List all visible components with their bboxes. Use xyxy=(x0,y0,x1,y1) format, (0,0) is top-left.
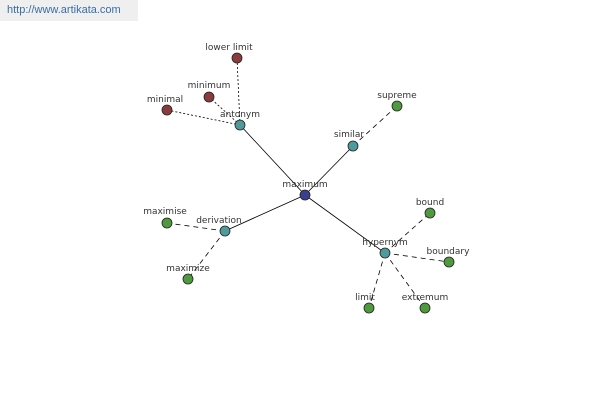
edge-maximum-derivation xyxy=(224,194,306,232)
edge-maximum-hypernym xyxy=(304,194,386,254)
node-label-supreme[interactable]: supreme xyxy=(377,91,417,101)
edge-similar-supreme xyxy=(352,105,398,147)
node-supreme[interactable] xyxy=(391,100,403,112)
node-label-maximize[interactable]: maximize xyxy=(166,264,210,274)
node-label-limit[interactable]: limit xyxy=(355,293,375,303)
graph-edges xyxy=(166,57,450,309)
edge-maximum-antonym xyxy=(239,124,306,196)
node-extremum[interactable] xyxy=(419,302,431,314)
node-derivation[interactable] xyxy=(219,225,231,237)
watermark-banner: http://www.artikata.com xyxy=(0,0,138,21)
node-bound[interactable] xyxy=(424,207,436,219)
node-label-similar[interactable]: similar xyxy=(334,130,364,140)
node-antonym[interactable] xyxy=(234,119,246,131)
node-label-minimum[interactable]: minimum xyxy=(188,81,231,91)
edge-hypernym-extremum xyxy=(384,252,426,309)
edge-hypernym-boundary xyxy=(384,252,450,263)
edge-hypernym-bound xyxy=(384,212,431,254)
node-similar[interactable] xyxy=(347,140,359,152)
node-label-extremum[interactable]: extremum xyxy=(402,293,449,303)
node-label-derivation[interactable]: derivation xyxy=(196,216,242,226)
edge-derivation-maximise xyxy=(166,222,226,232)
edge-antonym-lower-limit xyxy=(236,57,241,126)
node-label-lower-limit[interactable]: lower limit xyxy=(205,43,253,53)
node-minimal[interactable] xyxy=(161,104,173,116)
node-hypernym[interactable] xyxy=(379,247,391,259)
graph-labels: maximum antonym lower limit minimum minimal s… xyxy=(143,43,470,303)
node-label-hypernym[interactable]: hypernym xyxy=(362,238,408,248)
node-maximum[interactable] xyxy=(299,189,311,201)
node-maximize[interactable] xyxy=(182,273,194,285)
node-maximise[interactable] xyxy=(161,217,173,229)
edge-antonym-minimal xyxy=(166,109,241,126)
node-lower-limit[interactable] xyxy=(231,52,243,64)
node-boundary[interactable] xyxy=(443,256,455,268)
edge-antonym-minimum xyxy=(208,96,241,126)
edge-derivation-maximize xyxy=(187,230,226,280)
watermark-url[interactable]: http://www.artikata.com xyxy=(7,4,121,16)
edge-maximum-similar xyxy=(304,145,354,196)
node-label-maximise[interactable]: maximise xyxy=(143,207,187,217)
node-label-minimal[interactable]: minimal xyxy=(147,95,183,105)
node-label-maximum[interactable]: maximum xyxy=(282,180,327,190)
node-label-antonym[interactable]: antonym xyxy=(220,110,260,120)
graph-nodes xyxy=(161,52,455,314)
node-limit[interactable] xyxy=(363,302,375,314)
node-label-bound[interactable]: bound xyxy=(416,198,444,208)
node-minimum[interactable] xyxy=(203,91,215,103)
edge-hypernym-limit xyxy=(368,252,386,309)
node-label-boundary[interactable]: boundary xyxy=(427,247,471,257)
